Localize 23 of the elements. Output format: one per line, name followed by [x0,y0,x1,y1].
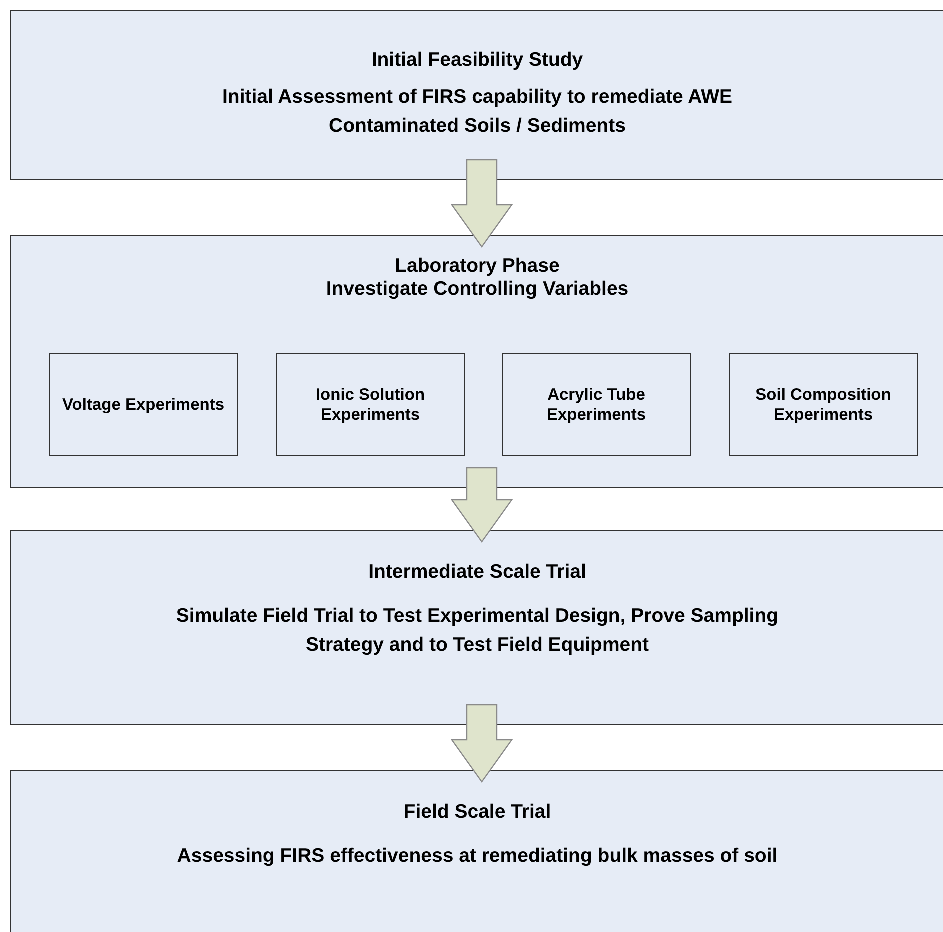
experiment-box [49,353,238,456]
phase-description: Initial Assessment of FIRS capability to remediate AWE Contaminated Soils / Sediments [221,85,734,139]
phase-description: Assessing FIRS effectiveness at remediating bulk masses of soil [176,844,779,869]
experiment-box [502,353,691,456]
experiment-label: Voltage Experiments [62,394,226,414]
experiment-label: Ionic Solution Experiments [314,384,426,424]
experiment-box [276,353,465,456]
phase-box [10,770,943,932]
block-arrow [450,159,514,248]
phase-description: Simulate Field Trial to Test Experimental Design, Prove Sampling Strategy and to Test Field Equipment [175,604,780,658]
experiment-label: Soil Composition Experiments [754,384,892,424]
phase-heading: Field Scale Trial [402,800,552,825]
phase-box [10,10,943,180]
block-arrow [450,467,514,544]
block-arrow [450,704,514,784]
experiment-box [729,353,918,456]
phase-box [10,235,943,488]
phase-box [10,530,943,725]
phase-heading: Intermediate Scale Trial [368,560,588,585]
phase-heading: Initial Feasibility Study [370,48,584,73]
experiment-label: Acrylic Tube Experiments [546,384,648,424]
phase-description: Investigate Controlling Variables [325,277,630,302]
phase-heading: Laboratory Phase [394,254,561,279]
